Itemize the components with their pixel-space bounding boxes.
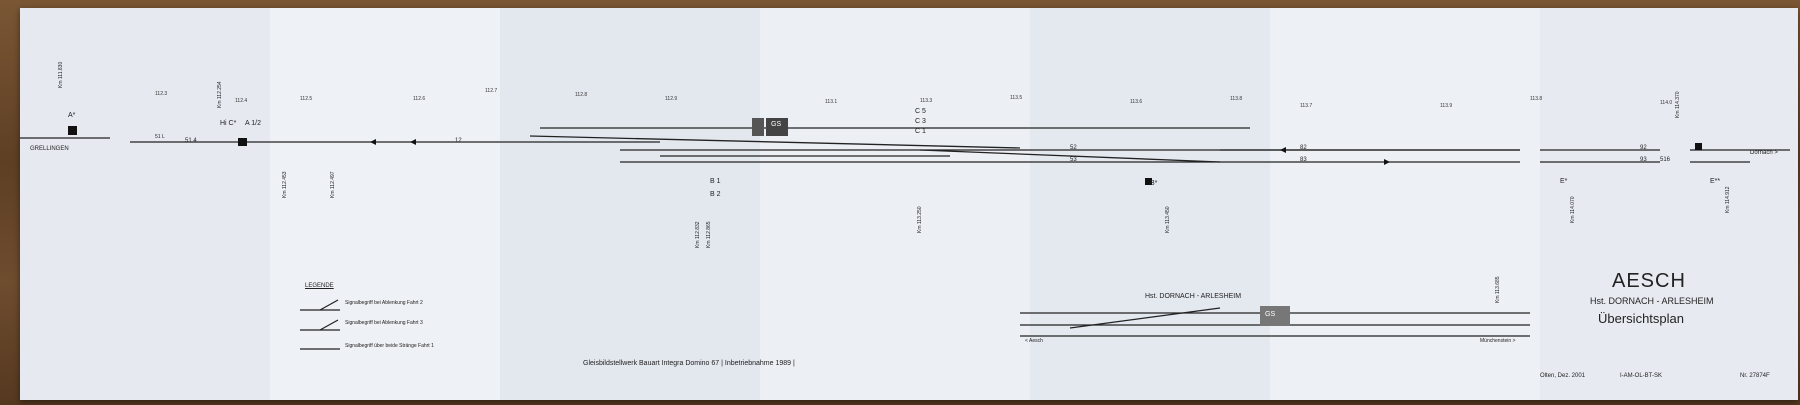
subtitle: Hst. DORNACH - ARLESHEIM bbox=[1590, 296, 1714, 306]
km-marker-8: Km 113.450 bbox=[1165, 206, 1171, 233]
track-label-92: 92 bbox=[1640, 145, 1647, 151]
svg-text:112.8: 112.8 bbox=[575, 92, 587, 98]
box-label-2: GS bbox=[1265, 311, 1276, 318]
svg-text:112.3: 112.3 bbox=[155, 91, 167, 97]
svg-text:113.1: 113.1 bbox=[825, 99, 837, 105]
footer-dept: I-AM-OL-BT-SK bbox=[1620, 373, 1663, 379]
fold-panel-2 bbox=[270, 8, 500, 400]
legend-item-2: Signalbegriff bei Ablenkung Fahrt 3 bbox=[345, 320, 423, 326]
signal-a12: A 1/2 bbox=[245, 120, 261, 127]
svg-text:113.8: 113.8 bbox=[1530, 96, 1542, 102]
signal-c5: C 5 bbox=[915, 108, 926, 115]
fold-panel-4 bbox=[760, 8, 1030, 400]
place-bottom-right: Münchenstein > bbox=[1480, 338, 1516, 344]
km-marker-7: Km 113.250 bbox=[917, 206, 923, 233]
track-label-514: 51 4 bbox=[185, 138, 197, 144]
track-diagram: 112.3 112.4 112.5 112.6 112.7 112.8 112.9 11… bbox=[20, 88, 1790, 350]
signal-e2: E** bbox=[1710, 178, 1721, 185]
km-marker-12: Km 114.912 bbox=[1725, 186, 1731, 213]
fold-panel-1 bbox=[20, 8, 270, 400]
svg-text:113.5: 113.5 bbox=[1010, 95, 1022, 101]
track-label-516: 516 bbox=[1660, 157, 1671, 163]
fold-panel-7 bbox=[1540, 8, 1798, 400]
km-marker-11: Km 114.370 bbox=[1675, 91, 1681, 118]
svg-text:112.4: 112.4 bbox=[235, 98, 247, 104]
signal-e: E* bbox=[1560, 178, 1568, 185]
page-title: AESCH bbox=[1612, 270, 1686, 292]
signal-b-mid: B* bbox=[1150, 180, 1158, 187]
legend-item-3: Signalbegriff über beide Stränge Fahrt 1 bbox=[345, 343, 434, 349]
svg-text:112.9: 112.9 bbox=[665, 96, 677, 102]
signal-hi-c: Hi C* bbox=[220, 120, 237, 127]
signal-b1: B 1 bbox=[710, 178, 721, 185]
installer-note: Gleisbildstellwerk Bauart Integra Domino… bbox=[583, 360, 795, 367]
place-left: GRELLINGEN bbox=[30, 146, 69, 152]
track-label-83: 83 bbox=[1300, 157, 1307, 163]
legend-heading: LEGENDE bbox=[305, 283, 334, 289]
fold-panel-5 bbox=[1030, 8, 1270, 400]
km-marker-6: Km 112.865 bbox=[706, 221, 712, 248]
km-marker-3: Km 112.453 bbox=[282, 171, 288, 198]
km-marker-4: Km 112.497 bbox=[330, 171, 336, 198]
track-diagram-sheet: 112.3 112.4 112.5 112.6 112.7 112.8 112.9 11… bbox=[20, 8, 1798, 400]
signal-a: A* bbox=[68, 112, 76, 119]
signal-c1: C 1 bbox=[915, 128, 926, 135]
footer-number: Nr. 27874F bbox=[1740, 373, 1770, 379]
km-marker-5: Km 112.832 bbox=[695, 221, 701, 248]
svg-text:113.8: 113.8 bbox=[1230, 96, 1242, 102]
svg-text:113.9: 113.9 bbox=[1440, 103, 1452, 109]
signal-b2: B 2 bbox=[710, 191, 721, 198]
svg-text:114.0: 114.0 bbox=[1660, 100, 1672, 106]
svg-text:113.3: 113.3 bbox=[920, 98, 932, 104]
place-right: Dornach > bbox=[1750, 150, 1778, 156]
station-label: Hst. DORNACH - ARLESHEIM bbox=[1145, 293, 1242, 300]
track-label-12: 12 bbox=[455, 138, 462, 144]
svg-text:113.7: 113.7 bbox=[1300, 103, 1312, 109]
track-label-51l: 51 L bbox=[155, 134, 165, 140]
fold-panel-3 bbox=[500, 8, 760, 400]
km-marker-2: Km 112.254 bbox=[217, 81, 223, 108]
plan-name: Übersichtsplan bbox=[1598, 311, 1684, 326]
track-label-93: 93 bbox=[1640, 157, 1647, 163]
place-bottom-left: < Aesch bbox=[1025, 338, 1043, 344]
footer-place: Olten, Dez. 2001 bbox=[1540, 373, 1586, 379]
fold-panel-6 bbox=[1270, 8, 1540, 400]
track-label-82: 82 bbox=[1300, 145, 1307, 151]
svg-text:112.6: 112.6 bbox=[413, 96, 425, 102]
legend-item-1: Signalbegriff bei Ablenkung Fahrt 2 bbox=[345, 300, 423, 306]
track-label-53: 53 bbox=[1070, 157, 1077, 163]
km-marker-10: Km 114.070 bbox=[1570, 196, 1576, 223]
signal-c3: C 3 bbox=[915, 118, 926, 125]
svg-text:112.7: 112.7 bbox=[485, 88, 497, 94]
svg-text:113.6: 113.6 bbox=[1130, 99, 1142, 105]
km-marker-9: Km 113.685 bbox=[1495, 276, 1501, 303]
svg-text:112.5: 112.5 bbox=[300, 96, 312, 102]
km-marker-1: Km 111.830 bbox=[58, 61, 64, 88]
box-label: GS bbox=[771, 121, 782, 128]
track-label-52: 52 bbox=[1070, 145, 1077, 151]
